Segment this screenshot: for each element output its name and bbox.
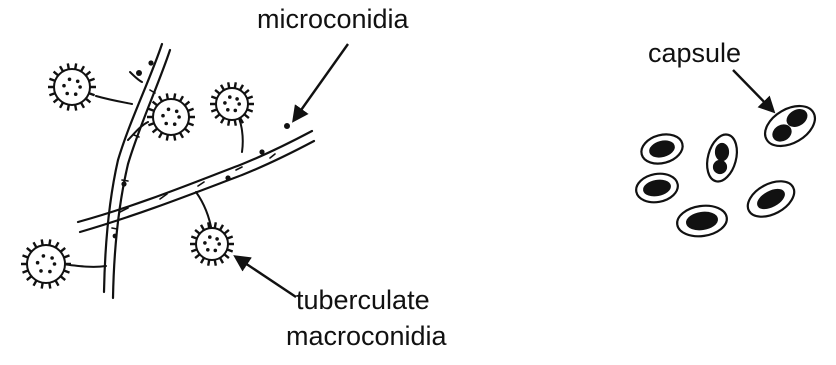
microconidia-dots [113, 60, 290, 238]
microconidia-label: microconidia [257, 6, 409, 33]
tuberculate-macroconidium [210, 82, 254, 125]
yeast-cell [638, 130, 686, 168]
pointer-arrows [236, 44, 773, 297]
yeast-cell [634, 171, 680, 206]
tuberculate-macroconidia-group [21, 63, 254, 288]
capsule-cells [634, 98, 822, 240]
vertical-hypha [104, 44, 170, 298]
hyphae-illustration [62, 44, 314, 298]
yeast-cell [702, 131, 741, 185]
tuberculate-macroconidium [190, 222, 234, 265]
capsule-label: capsule [648, 40, 741, 67]
tuberculate-macroconidium [48, 63, 96, 110]
tuberculate-label: tuberculate [296, 287, 430, 314]
tuberculate-macroconidium [21, 239, 71, 288]
macroconidia-arrow [236, 257, 296, 297]
tuberculate-macroconidium [147, 93, 195, 140]
macroconidia-label: macroconidia [286, 323, 447, 350]
microconidia-arrow [294, 44, 348, 120]
capsule-arrow [733, 70, 773, 111]
yeast-cell [675, 203, 729, 240]
yeast-cell [742, 174, 800, 224]
